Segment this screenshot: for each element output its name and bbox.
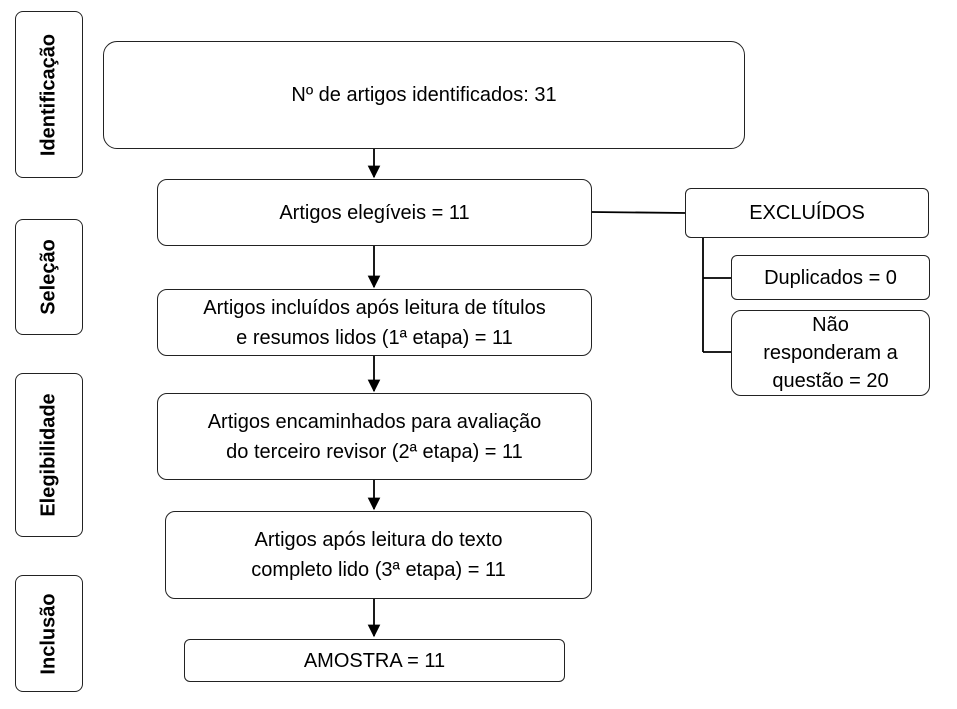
no-response-box: Não responderam a questão = 20 (731, 310, 930, 396)
identified-box: Nº de artigos identificados: 31 (103, 41, 745, 149)
stage-selecao: Seleção (15, 219, 83, 335)
stage-inclusao-label: Inclusão (37, 592, 60, 675)
step1-line1: Artigos incluídos após leitura de título… (203, 296, 546, 319)
excluded-title: EXCLUÍDOS (749, 202, 865, 224)
duplicates-box: Duplicados = 0 (731, 255, 930, 300)
stage-elegibilidade-label: Elegibilidade (37, 393, 60, 517)
stage-elegibilidade: Elegibilidade (15, 373, 83, 537)
step2-box: Artigos encaminhados para avaliação do t… (157, 393, 592, 480)
line-eligible-to-excluded (591, 211, 687, 214)
step3-line2: completo lido (3ª etapa) = 11 (251, 559, 506, 581)
no-response-line3: questão = 20 (772, 370, 889, 392)
identified-text: Nº de artigos identificados: 31 (291, 84, 557, 106)
sample-text: AMOSTRA = 11 (303, 649, 446, 672)
step3-line1: Artigos após leitura do texto (254, 529, 503, 551)
duplicates-text: Duplicados = 0 (764, 266, 897, 289)
step1-line2: e resumos lidos (1ª etapa) = 11 (236, 326, 513, 349)
step1-box: Artigos incluídos após leitura de título… (157, 289, 592, 356)
step2-line2: do terceiro revisor (2ª etapa) = 11 (226, 440, 523, 463)
eligible-box: Artigos elegíveis = 11 (157, 179, 592, 246)
no-response-line1: Não (812, 314, 849, 336)
stage-selecao-label: Seleção (37, 239, 60, 315)
stage-identificacao-label: Identificação (37, 33, 60, 156)
stage-identificacao: Identificação (15, 11, 83, 178)
step3-box: Artigos após leitura do texto completo l… (165, 511, 592, 599)
eligible-text: Artigos elegíveis = 11 (279, 201, 470, 224)
stage-inclusao: Inclusão (15, 575, 83, 692)
sample-box: AMOSTRA = 11 (184, 639, 565, 682)
no-response-line2: responderam a (763, 342, 898, 364)
excluded-box: EXCLUÍDOS (685, 188, 929, 238)
step2-line1: Artigos encaminhados para avaliação (207, 410, 542, 433)
